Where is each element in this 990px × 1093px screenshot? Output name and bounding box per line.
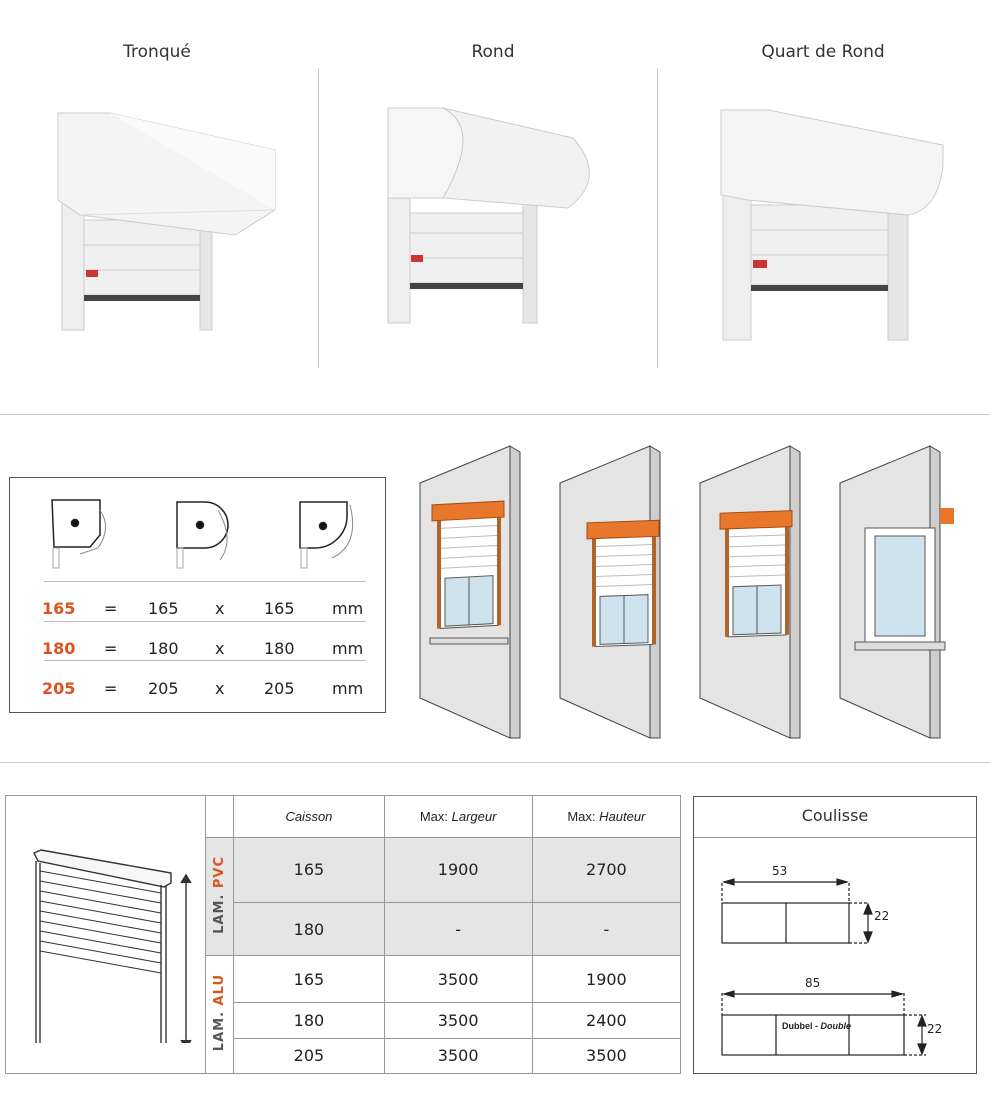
dimension-row: 165 = 165 x 165 mm xyxy=(42,588,366,628)
shutter-dimension-drawing xyxy=(4,795,207,1074)
divider xyxy=(44,660,366,661)
caisson-size: 180 xyxy=(42,639,76,658)
divider xyxy=(44,581,366,582)
rond-shutter-photo xyxy=(387,107,590,324)
cell-hauteur: 1900 xyxy=(531,955,682,1004)
wall-diagram-3 xyxy=(699,445,801,739)
cell-largeur: 3500 xyxy=(383,1037,533,1075)
cell-hauteur: 3500 xyxy=(531,1037,682,1075)
header-prefix: Max: xyxy=(567,809,596,824)
caisson-size: 165 xyxy=(42,599,76,618)
table-row: LAM. PVC 165 1900 2700 xyxy=(6,836,682,957)
cell-hauteur: - xyxy=(531,901,682,957)
cell-largeur: 3500 xyxy=(383,1002,533,1039)
wall-diagram-1 xyxy=(419,445,521,739)
width: 165 xyxy=(148,599,179,618)
wall-diagram-4 xyxy=(839,445,954,739)
height: 205 xyxy=(264,679,295,698)
height: 165 xyxy=(264,599,295,618)
table-row: 205 3500 3500 xyxy=(6,1037,682,1075)
group-label-pvc: LAM. PVC xyxy=(205,836,235,957)
dimension-double-depth: 22 xyxy=(927,1022,943,1036)
dimension-single-width: 53 xyxy=(772,864,788,878)
header-caisson: Caisson xyxy=(233,795,385,838)
divider xyxy=(657,68,658,368)
header-prefix: Max: xyxy=(419,809,448,824)
cell-caisson: 165 xyxy=(233,837,385,903)
times: x xyxy=(215,599,225,618)
spec-table: Caisson Max: Largeur Max: Hauteur LAM. P… xyxy=(4,795,682,1075)
group-label-alu: LAM. ALU xyxy=(205,955,235,1074)
unit: mm xyxy=(332,599,364,618)
coulisse-panel: Coulisse 53 22 85 22 Dubbel - Double xyxy=(693,796,977,1074)
double-label: Dubbel - Double xyxy=(782,1021,851,1031)
wall-diagram-2 xyxy=(559,445,661,739)
dimension-double-width: 85 xyxy=(805,976,821,990)
cell-largeur: 1900 xyxy=(383,837,533,903)
times: x xyxy=(215,639,225,658)
model-title-tronque: Tronqué xyxy=(123,42,191,62)
header-max-largeur: Max: Largeur xyxy=(383,795,533,838)
caisson-size: 205 xyxy=(42,679,76,698)
header-max-hauteur: Max: Hauteur xyxy=(531,795,682,838)
tronque-shutter-photo xyxy=(57,112,276,331)
dimension-row: 180 = 180 x 180 mm xyxy=(42,628,366,668)
section-divider xyxy=(0,414,990,415)
width: 180 xyxy=(148,639,179,658)
table-row: 180 - - xyxy=(6,901,682,957)
cell-largeur: 3500 xyxy=(383,955,533,1004)
width: 205 xyxy=(148,679,179,698)
coulisse-title: Coulisse xyxy=(694,797,976,838)
times: x xyxy=(215,679,225,698)
divider xyxy=(318,68,319,368)
installation-diagrams xyxy=(419,445,954,739)
cell-largeur: - xyxy=(383,901,533,957)
dimension-single-depth: 22 xyxy=(874,909,890,923)
header-label: Hauteur xyxy=(599,809,646,824)
header-label: Largeur xyxy=(451,809,497,824)
equals: = xyxy=(104,679,118,698)
table-row: 180 3500 2400 xyxy=(6,1002,682,1039)
cell-caisson: 165 xyxy=(233,955,385,1004)
model-title-quart-de-rond: Quart de Rond xyxy=(761,42,885,62)
unit: mm xyxy=(332,639,364,658)
unit: mm xyxy=(332,679,364,698)
cell-caisson: 180 xyxy=(233,1002,385,1039)
coulisse-profiles xyxy=(721,878,927,1056)
caisson-profile-icons xyxy=(51,499,354,569)
cell-hauteur: 2400 xyxy=(531,1002,682,1039)
cell-caisson: 180 xyxy=(233,901,385,957)
cell-caisson: 205 xyxy=(233,1037,385,1075)
table-row: LAM. ALU 165 3500 1900 xyxy=(6,955,682,1074)
cell-hauteur: 2700 xyxy=(531,837,682,903)
dimension-row: 205 = 205 x 205 mm xyxy=(42,668,366,708)
equals: = xyxy=(104,599,118,618)
height: 180 xyxy=(264,639,295,658)
group-header-empty xyxy=(205,795,235,838)
model-title-rond: Rond xyxy=(471,42,515,62)
divider xyxy=(44,621,366,622)
caisson-dimension-box: 165 = 165 x 165 mm 180 = 180 x 180 mm 20… xyxy=(9,477,386,713)
quart-de-rond-shutter-photo xyxy=(720,109,944,341)
equals: = xyxy=(104,639,118,658)
section-divider xyxy=(0,762,990,763)
